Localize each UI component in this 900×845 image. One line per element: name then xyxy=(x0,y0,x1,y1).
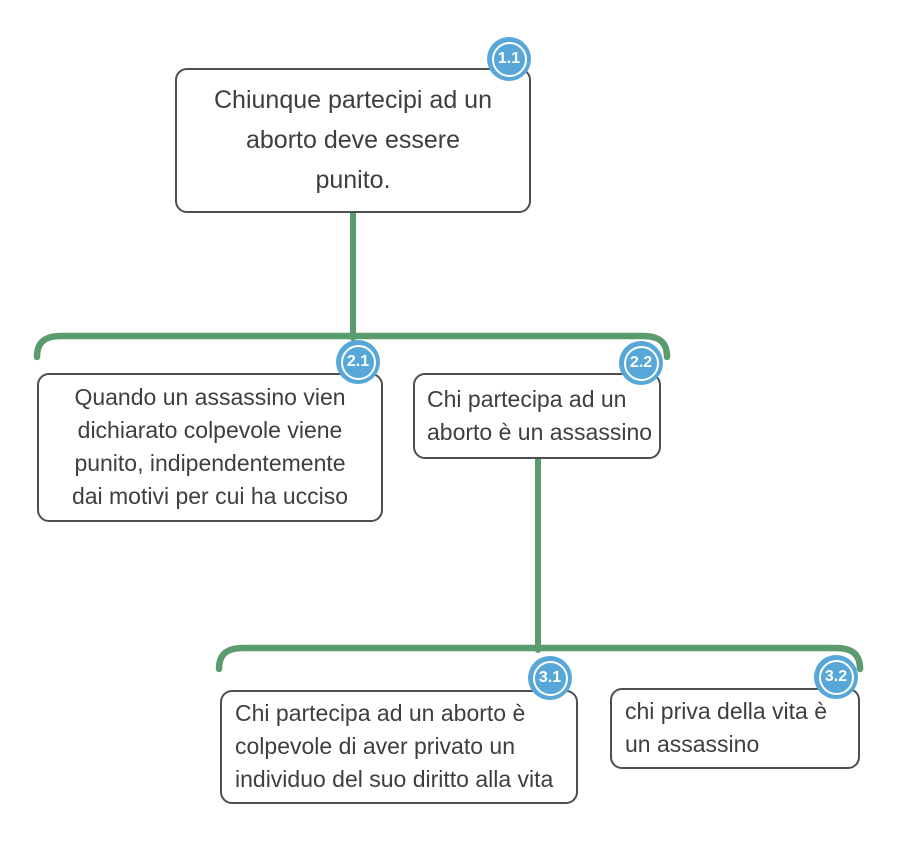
node-badge-2-1[interactable]: 2.1 xyxy=(336,340,380,384)
connector-bracket-level-2 xyxy=(33,332,671,361)
claim-node-3-2[interactable]: chi priva della vita è un assassino xyxy=(610,688,860,769)
node-badge-label: 3.1 xyxy=(532,660,568,696)
node-text-line: punito, indipendentemente xyxy=(74,450,346,476)
node-text-line: chi priva della vita è xyxy=(625,698,827,724)
node-text-line: un assassino xyxy=(625,731,760,757)
claim-node-2-1[interactable]: Quando un assassino vien dichiarato colp… xyxy=(37,373,383,522)
node-badge-2-2[interactable]: 2.2 xyxy=(619,341,663,385)
node-text-line: Chi partecipa ad un xyxy=(427,386,627,412)
node-text-line: Quando un assassino vien xyxy=(74,384,346,410)
node-badge-3-1[interactable]: 3.1 xyxy=(528,656,572,700)
node-text-line: colpevole di aver privato un xyxy=(235,733,515,759)
node-badge-3-2[interactable]: 3.2 xyxy=(814,655,858,699)
node-text-line: dichiarato colpevole viene xyxy=(77,417,343,443)
node-text-line: individuo del suo diritto alla vita xyxy=(235,766,554,792)
node-text-line: aborto è un assassino xyxy=(427,419,653,445)
node-text-line: punito. xyxy=(315,166,391,194)
node-badge-label: 1.1 xyxy=(491,41,527,77)
claim-node-3-1[interactable]: Chi partecipa ad un aborto è colpevole d… xyxy=(220,690,578,804)
node-badge-label: 2.1 xyxy=(340,344,376,380)
node-badge-1-1[interactable]: 1.1 xyxy=(487,37,531,81)
node-text-line: aborto deve essere xyxy=(245,126,461,154)
node-badge-label: 3.2 xyxy=(818,659,854,695)
node-text-line: Chiunque partecipi ad un xyxy=(214,86,492,114)
node-text-line: Chi partecipa ad un aborto è xyxy=(235,700,526,726)
node-text-line: dai motivi per cui ha ucciso xyxy=(71,483,349,509)
claim-node-2-2[interactable]: Chi partecipa ad un aborto è un assassin… xyxy=(413,373,661,459)
connector-bracket-level-3 xyxy=(215,644,864,673)
node-badge-label: 2.2 xyxy=(623,345,659,381)
claim-node-1-1[interactable]: Chiunque partecipi ad un aborto deve ess… xyxy=(175,68,531,213)
